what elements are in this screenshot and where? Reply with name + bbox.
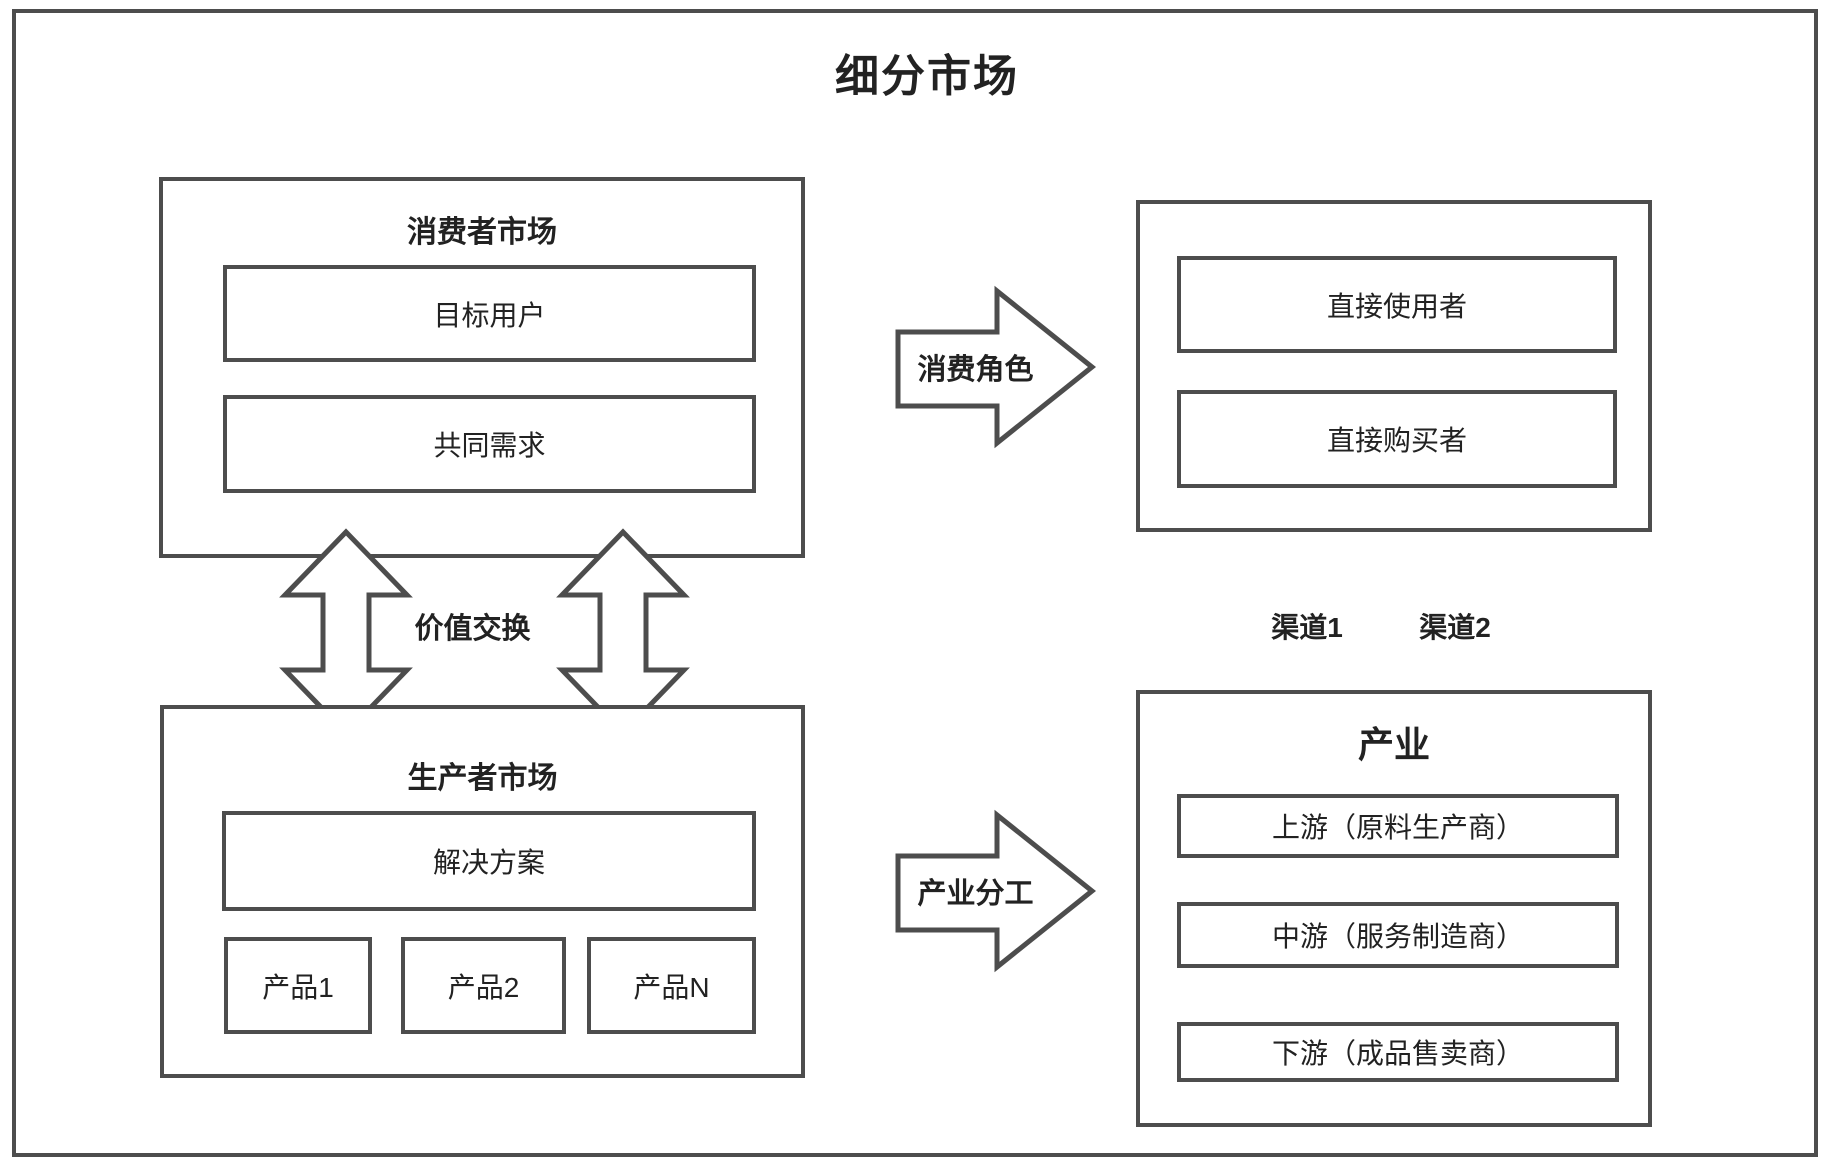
industry-division-arrow-icon [895,809,1097,973]
product-1-box: 产品1 [224,937,372,1034]
product-2-label: 产品2 [447,971,520,1003]
industry-division-arrow-label: 产业分工 [917,878,1034,910]
solution-label: 解决方案 [432,847,545,878]
downstream-label: 下游（成品售卖商） [1271,1038,1524,1069]
industry-box: 产业 上游（原料生产商） 中游（服务制造商） 下游（成品售卖商） [1136,690,1652,1127]
direct-buyer-label: 直接购买者 [1326,425,1467,456]
consumer-role-arrow-label: 消费角色 [917,354,1034,386]
target-users-label: 目标用户 [433,299,546,331]
consumer-role-arrow-icon [895,285,1097,449]
direct-user-box: 直接使用者 [1177,256,1617,353]
industry-title: 产业 [1357,724,1430,765]
solution-box: 解决方案 [222,811,756,911]
direct-user-label: 直接使用者 [1326,290,1467,322]
common-needs-label: 共同需求 [433,430,546,461]
channel-1-label: 渠道1 [1271,612,1343,643]
midstream-box: 中游（服务制造商） [1177,902,1619,968]
consumer-market-box: 消费者市场 目标用户 共同需求 [159,177,805,558]
target-users-box: 目标用户 [223,265,756,362]
downstream-box: 下游（成品售卖商） [1177,1022,1619,1082]
page-title: 细分市场 [835,52,1019,101]
upstream-label: 上游（原料生产商） [1271,812,1524,843]
value-exchange-label: 价值交换 [414,613,531,645]
product-n-box: 产品N [587,937,756,1034]
product-1-label: 产品1 [262,971,334,1003]
consumer-market-title: 消费者市场 [407,216,557,249]
producer-market-title: 生产者市场 [407,762,558,795]
upstream-box: 上游（原料生产商） [1177,794,1619,858]
consumer-roles-box: 直接使用者 直接购买者 [1136,200,1652,532]
midstream-label: 中游（服务制造商） [1271,921,1524,952]
channel-2-label: 渠道2 [1419,612,1491,643]
producer-market-box: 生产者市场 解决方案 产品1 产品2 产品N [160,705,805,1078]
common-needs-box: 共同需求 [223,395,756,493]
product-2-box: 产品2 [401,937,566,1034]
product-n-label: 产品N [633,971,710,1003]
direct-buyer-box: 直接购买者 [1177,390,1617,488]
